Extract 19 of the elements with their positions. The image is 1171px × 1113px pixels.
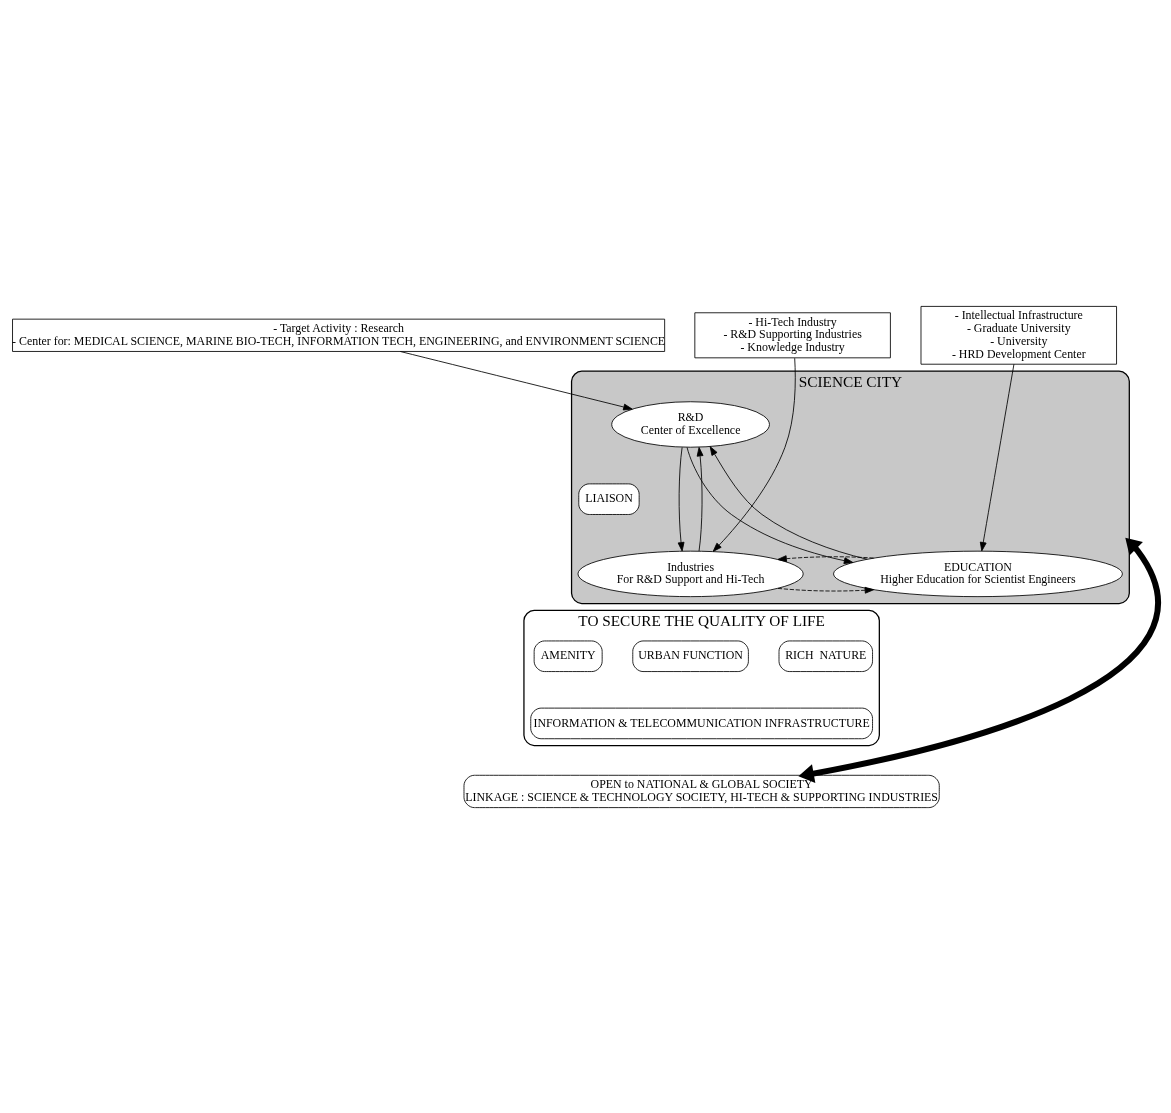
node-box: INFORMATION & TELECOMMUNICATION INFRASTRUCTURE: [530, 707, 873, 739]
node-box: OPEN to NATIONAL & GLOBAL SOCIETY LINKAGE : SCIENCE & TECHNOLOGY SOCIETY, HI-TECH & SUPPORTING INDUSTRIES: [463, 774, 940, 808]
node-box: URBAN FUNCTION: [632, 640, 749, 672]
node-box: RICH NATURE: [778, 640, 873, 672]
node-box: - Intellectual Infrastructure - Graduate University - University - HRD Development Center: [920, 305, 1117, 365]
arrow: [712, 357, 796, 552]
node-ellipse: Industries For R&D Support and Hi-Tech: [577, 550, 804, 597]
arrow: [798, 537, 1161, 783]
arrow: [709, 445, 868, 560]
arrow: [979, 363, 1015, 551]
arrow: [777, 554, 875, 562]
node-box: - Hi-Tech Industry - R&D Supporting Industries - Knowledge Industry: [694, 311, 891, 358]
arrow: [686, 446, 854, 564]
node-box: LIAISON: [578, 482, 640, 515]
arrow: [696, 446, 704, 551]
arrow: [399, 350, 633, 410]
node-box: AMENITY: [533, 640, 603, 672]
arrow: [777, 586, 875, 594]
arrow: [677, 446, 685, 551]
